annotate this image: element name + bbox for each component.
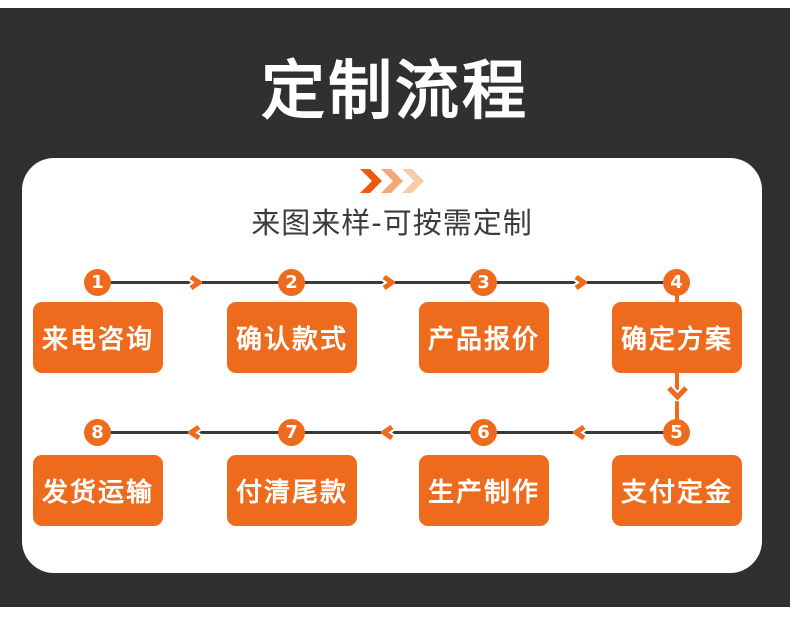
step-number-badge: 2 xyxy=(278,269,305,296)
step-box: 支付定金 xyxy=(612,455,742,526)
step-box: 确定方案 xyxy=(612,302,742,373)
step-box: 生产制作 xyxy=(419,455,549,526)
page-title: 定制流程 xyxy=(261,55,529,129)
triple-chevron-decoration xyxy=(22,169,762,193)
step-box: 来电咨询 xyxy=(33,302,163,373)
step-box: 产品报价 xyxy=(419,302,549,373)
step-number-badge: 6 xyxy=(470,419,497,446)
chevron-right-icon xyxy=(401,169,424,193)
arrow-right-icon xyxy=(573,274,587,291)
chevron-right-icon xyxy=(359,169,382,193)
arrow-down-icon xyxy=(665,385,690,402)
step-number-badge: 8 xyxy=(84,419,111,446)
step-number-badge: 5 xyxy=(663,419,690,446)
step-box: 确认款式 xyxy=(227,302,357,373)
arrow-left-icon xyxy=(188,424,202,441)
arrow-right-icon xyxy=(188,274,202,291)
process-card: 来图来样-可按需定制 xyxy=(22,158,762,573)
step-box: 付清尾款 xyxy=(227,455,357,526)
step-number-badge: 7 xyxy=(278,419,305,446)
arrow-left-icon xyxy=(573,424,587,441)
card-subtitle: 来图来样-可按需定制 xyxy=(251,206,533,240)
step-number-badge: 3 xyxy=(470,269,497,296)
arrow-right-icon xyxy=(381,274,395,291)
step-box: 发货运输 xyxy=(33,455,163,526)
step-number-badge: 1 xyxy=(84,269,111,296)
chevron-right-icon xyxy=(380,169,403,193)
arrow-left-icon xyxy=(381,424,395,441)
step-number-badge: 4 xyxy=(663,269,690,296)
